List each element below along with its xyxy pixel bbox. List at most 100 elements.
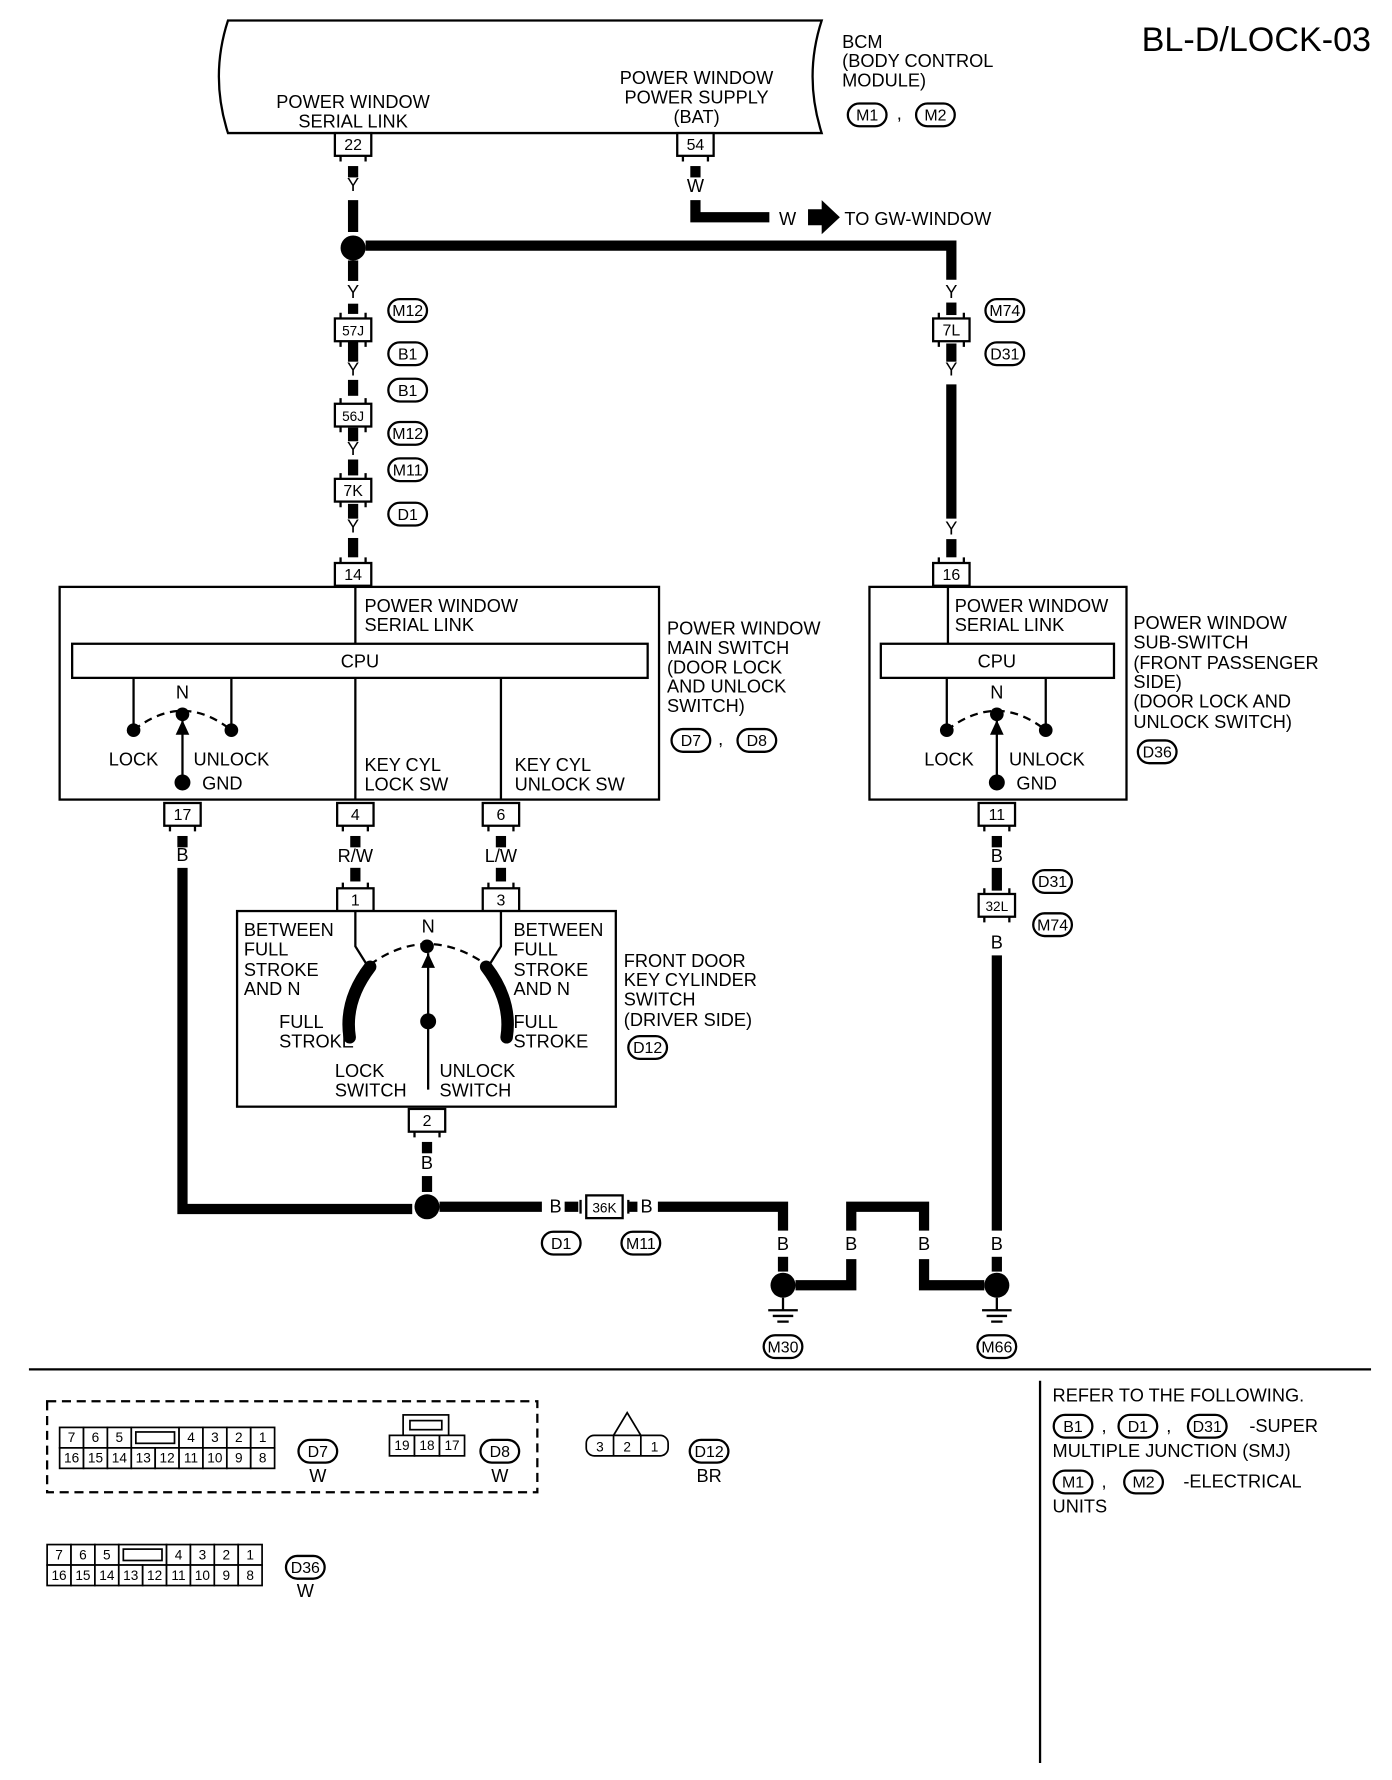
svg-text:17: 17 bbox=[444, 1438, 459, 1453]
svg-text:15: 15 bbox=[88, 1451, 103, 1466]
svg-text:1: 1 bbox=[259, 1430, 267, 1445]
connector-tag-m74-b: M74 bbox=[1032, 912, 1074, 938]
d7-keyway bbox=[130, 1426, 180, 1449]
svg-text:3: 3 bbox=[596, 1439, 604, 1454]
svg-text:14: 14 bbox=[112, 1451, 128, 1466]
svg-text:D7: D7 bbox=[681, 733, 701, 750]
svg-text:Y: Y bbox=[347, 516, 359, 536]
connector-tag-m12-a: M12 bbox=[387, 297, 429, 324]
svg-text:3: 3 bbox=[497, 892, 506, 909]
pin-1: 1 bbox=[336, 881, 375, 913]
d36-pin-12: 12 bbox=[141, 1564, 168, 1587]
svg-text:10: 10 bbox=[207, 1451, 223, 1466]
d36-pin-3: 3 bbox=[189, 1543, 216, 1566]
svg-text:Y: Y bbox=[945, 282, 957, 302]
svg-text:10: 10 bbox=[195, 1568, 211, 1583]
refer-tag-d31: D31 bbox=[1186, 1413, 1228, 1439]
front-door-key-cylinder-switch: 1 3 N BETWEEN FULL STROKE AND N BETWEEN … bbox=[235, 881, 757, 1139]
d36-pin-2: 2 bbox=[213, 1543, 240, 1566]
d8-pin-18: 18 bbox=[413, 1434, 441, 1457]
svg-text:M11: M11 bbox=[626, 1236, 656, 1253]
connector-tag-d36: D36 bbox=[1136, 739, 1178, 765]
bcm-power-label-2: POWER SUPPLY bbox=[624, 88, 768, 108]
svg-text:8: 8 bbox=[246, 1568, 254, 1583]
wire-y-sub-switch: Y Y Y bbox=[945, 282, 957, 558]
face-tag-d8: D8 bbox=[479, 1438, 521, 1464]
svg-text:Y: Y bbox=[347, 439, 359, 459]
switch-arrow-icon bbox=[990, 719, 1004, 735]
pin-22: 22 bbox=[333, 131, 373, 163]
d7-pin-16: 16 bbox=[58, 1447, 85, 1470]
d7-pin-15: 15 bbox=[82, 1447, 109, 1470]
svg-text:13: 13 bbox=[136, 1451, 151, 1466]
d36-pin-8: 8 bbox=[237, 1564, 263, 1587]
bcm-name-3: MODULE) bbox=[842, 70, 926, 90]
svg-text:M1: M1 bbox=[1062, 1475, 1084, 1492]
svg-text:AND UNLOCK: AND UNLOCK bbox=[667, 677, 786, 697]
svg-text:D8: D8 bbox=[490, 1444, 510, 1461]
svg-text:2: 2 bbox=[423, 1113, 432, 1130]
svg-text:D36: D36 bbox=[291, 1560, 320, 1577]
d7-pin-12: 12 bbox=[154, 1447, 180, 1470]
d36-pin-16: 16 bbox=[46, 1564, 72, 1587]
bcm-power-label-1: POWER WINDOW bbox=[620, 68, 774, 88]
svg-text:B: B bbox=[991, 933, 1003, 953]
svg-text:UNLOCK: UNLOCK bbox=[1009, 749, 1085, 769]
wire-w-to-gw-window: W W TO GW-WINDOW bbox=[687, 166, 992, 235]
connector-tag-d12: D12 bbox=[627, 1035, 669, 1061]
svg-text:1: 1 bbox=[246, 1547, 254, 1562]
junction-7k: 7K bbox=[333, 472, 373, 508]
svg-text:5: 5 bbox=[116, 1430, 124, 1445]
svg-text:B1: B1 bbox=[1063, 1419, 1083, 1436]
svg-text:FULL: FULL bbox=[513, 939, 557, 959]
svg-text:M74: M74 bbox=[989, 303, 1020, 320]
refer-legend: REFER TO THE FOLLOWING. B1 , D1 , D31 -S… bbox=[1052, 1385, 1318, 1517]
svg-text:UNLOCK: UNLOCK bbox=[440, 1061, 516, 1081]
svg-text:MAIN SWITCH: MAIN SWITCH bbox=[667, 638, 789, 658]
svg-text:-ELECTRICAL: -ELECTRICAL bbox=[1183, 1472, 1301, 1492]
arrow-right-icon bbox=[808, 200, 840, 235]
d7-pin-8: 8 bbox=[249, 1447, 276, 1470]
svg-text:BETWEEN: BETWEEN bbox=[513, 920, 603, 940]
tag-separator: , bbox=[897, 103, 902, 123]
svg-text:SWITCH: SWITCH bbox=[335, 1080, 407, 1100]
d36-pin-10: 10 bbox=[189, 1564, 216, 1587]
svg-text:LOCK SW: LOCK SW bbox=[364, 774, 449, 794]
svg-text:,: , bbox=[1101, 1472, 1106, 1492]
svg-text:(DOOR LOCK AND: (DOOR LOCK AND bbox=[1133, 691, 1291, 711]
main-serial-link-1: POWER WINDOW bbox=[364, 596, 518, 616]
svg-text:18: 18 bbox=[419, 1438, 434, 1453]
svg-text:6: 6 bbox=[79, 1547, 87, 1562]
svg-text:(DRIVER SIDE): (DRIVER SIDE) bbox=[624, 1010, 752, 1030]
svg-text:D31: D31 bbox=[990, 346, 1019, 363]
pin-16: 16 bbox=[932, 556, 971, 587]
d7-pin-11: 11 bbox=[178, 1447, 204, 1470]
face-tag-d36: D36 bbox=[284, 1554, 326, 1580]
svg-text:-SUPER: -SUPER bbox=[1249, 1416, 1318, 1436]
connector-tag-b1-b: B1 bbox=[387, 377, 429, 403]
junction-36k: 36K bbox=[579, 1194, 630, 1220]
svg-text:17: 17 bbox=[174, 807, 192, 824]
svg-text:B: B bbox=[640, 1196, 652, 1216]
svg-text:57J: 57J bbox=[342, 324, 364, 339]
svg-text:Y: Y bbox=[945, 519, 957, 539]
connector-tag-m66: M66 bbox=[976, 1334, 1018, 1360]
svg-text:STROKE: STROKE bbox=[513, 1032, 588, 1052]
pin-3: 3 bbox=[481, 881, 521, 913]
svg-text:36K: 36K bbox=[592, 1200, 616, 1215]
svg-text:B: B bbox=[421, 1153, 433, 1173]
svg-text:L/W: L/W bbox=[485, 846, 518, 866]
sub-cpu-box bbox=[879, 642, 1116, 680]
bcm-serial-link-label-2: SERIAL LINK bbox=[298, 111, 408, 131]
svg-text:W: W bbox=[687, 176, 705, 196]
svg-text:STROKE: STROKE bbox=[244, 960, 319, 980]
d7-pin-13: 13 bbox=[130, 1447, 157, 1470]
d36-pin-11: 11 bbox=[165, 1564, 192, 1587]
pin-11: 11 bbox=[977, 801, 1017, 833]
svg-text:B: B bbox=[176, 845, 188, 865]
svg-text:STROKE: STROKE bbox=[513, 960, 588, 980]
svg-text:1: 1 bbox=[351, 892, 360, 909]
svg-text:POWER WINDOW: POWER WINDOW bbox=[1133, 613, 1287, 633]
